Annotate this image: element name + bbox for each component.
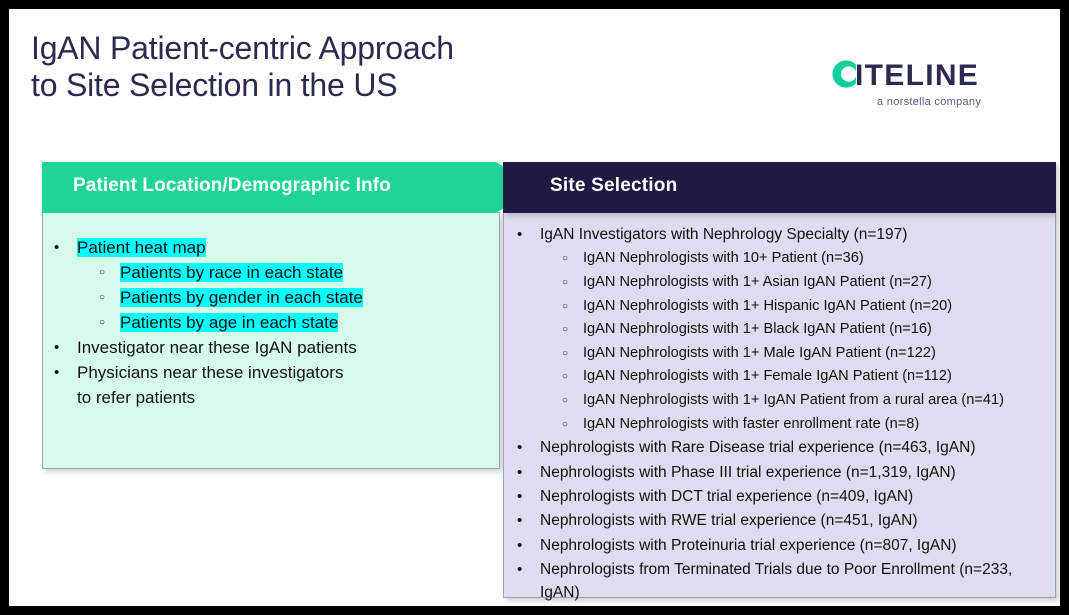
list-item-text: IgAN Nephrologists with faster enrollmen… xyxy=(583,415,920,432)
list-item-sub: Patients by race in each state xyxy=(99,260,477,285)
list-item-sub: Patients by age in each state xyxy=(99,310,477,335)
logo-tagline: a norstella company xyxy=(877,96,982,108)
list-item-text: Nephrologists with Proteinuria trial exp… xyxy=(540,536,957,554)
list-item-text: IgAN) xyxy=(540,584,580,602)
list-item: Nephrologists with Rare Disease trial ex… xyxy=(517,436,1052,461)
list-item-sub: IgAN Nephrologists with 10+ Patient (n=3… xyxy=(562,247,1052,271)
list-item-text: IgAN Nephrologists with 1+ IgAN Patient … xyxy=(583,391,1004,408)
list-item-text: IgAN Nephrologists with 1+ Asian IgAN Pa… xyxy=(583,274,932,290)
list-item-text: Nephrologists from Terminated Trials due… xyxy=(540,561,1013,579)
list-item-sub: IgAN Nephrologists with faster enrollmen… xyxy=(562,413,1052,437)
site-selection-banner-label: Site Selection xyxy=(550,175,678,196)
list-item-sub: IgAN Nephrologists with 1+ IgAN Patient … xyxy=(562,389,1052,413)
list-item-text: Nephrologists with Phase III trial exper… xyxy=(540,463,956,481)
list-item-sub: IgAN Nephrologists with 1+ Female IgAN P… xyxy=(562,365,1052,389)
list-item-text: IgAN Nephrologists with 1+ Male IgAN Pat… xyxy=(583,344,936,361)
list-item: Patient heat map xyxy=(54,235,477,260)
list-item-text: Investigator near these IgAN patients xyxy=(77,338,357,357)
list-item: Investigator near these IgAN patients xyxy=(54,335,477,360)
list-item-text: Patients by gender in each state xyxy=(120,288,363,307)
list-item: Nephrologists with Proteinuria trial exp… xyxy=(517,534,1052,559)
list-item-text: IgAN Nephrologists with 1+ Female IgAN P… xyxy=(583,368,952,385)
list-item: Nephrologists with RWE trial experience … xyxy=(517,509,1052,534)
list-item: Nephrologists with DCT trial experience … xyxy=(517,485,1052,510)
citeline-logo: ITELINE a norstella company xyxy=(819,53,1019,113)
site-selection-banner: Site Selection xyxy=(503,162,1056,213)
logo-wordmark: ITELINE xyxy=(855,59,980,92)
patient-location-banner: Patient Location/Demographic Info xyxy=(42,162,538,213)
list-item-text: Physicians near these investigators xyxy=(77,363,344,382)
list-item-sub: IgAN Nephrologists with 1+ Asian IgAN Pa… xyxy=(562,271,1052,295)
list-item-text: IgAN Nephrologists with 1+ Black IgAN Pa… xyxy=(583,321,932,338)
list-item-text: Nephrologists with Rare Disease trial ex… xyxy=(540,439,976,457)
patient-location-banner-label: Patient Location/Demographic Info xyxy=(73,175,391,196)
list-item-text: IgAN Nephrologists with 1+ Hispanic IgAN… xyxy=(583,297,953,314)
list-item-text: Nephrologists with RWE trial experience … xyxy=(540,512,918,530)
patient-location-list: Patient heat mapPatients by race in each… xyxy=(54,235,477,410)
list-item-text: Patients by race in each state xyxy=(120,263,344,282)
list-item-text: IgAN Investigators with Nephrology Speci… xyxy=(540,226,908,243)
list-item: IgAN Investigators with Nephrology Speci… xyxy=(517,223,1052,248)
list-item-sub: Patients by gender in each state xyxy=(99,285,477,310)
list-item-sub: IgAN Nephrologists with 1+ Black IgAN Pa… xyxy=(562,318,1052,342)
list-item-text: IgAN Nephrologists with 10+ Patient (n=3… xyxy=(583,250,864,267)
list-item-sub: IgAN Nephrologists with 1+ Hispanic IgAN… xyxy=(562,295,1052,319)
list-item-text: Patients by age in each state xyxy=(120,313,339,332)
page-title: IgAN Patient-centric Approach to Site Se… xyxy=(31,30,454,103)
list-item-sub: IgAN Nephrologists with 1+ Male IgAN Pat… xyxy=(562,342,1052,366)
citeline-c-arc-icon xyxy=(832,60,856,88)
site-selection-list: IgAN Investigators with Nephrology Speci… xyxy=(517,223,1052,604)
list-item: Nephrologists with Phase III trial exper… xyxy=(517,461,1052,486)
list-item-text: Patient heat map xyxy=(77,238,206,257)
list-item: Nephrologists from Terminated Trials due… xyxy=(517,558,1052,604)
list-item-text: Nephrologists with DCT trial experience … xyxy=(540,487,914,505)
list-item-text: to refer patients xyxy=(77,388,196,407)
list-item: Physicians near these investigators to re… xyxy=(54,360,477,410)
